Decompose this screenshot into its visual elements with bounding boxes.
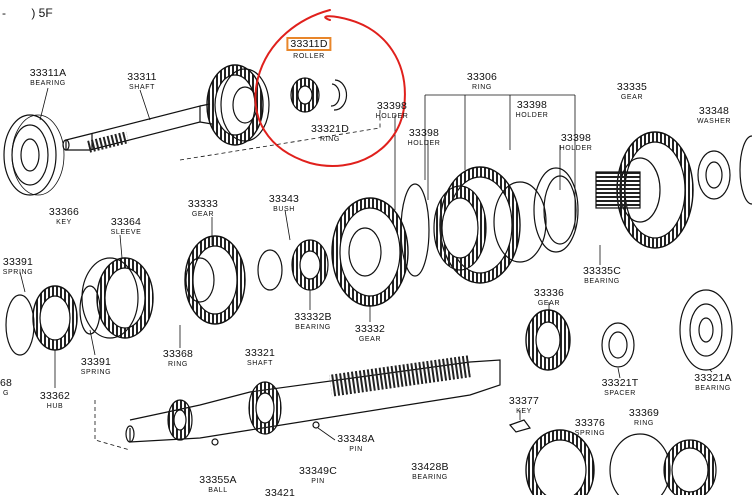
lower-gears (525, 429, 717, 495)
input-shaft-33311 (62, 105, 201, 153)
ball-33355a (211, 438, 219, 446)
label-33421: 33421 (264, 487, 296, 499)
gear-33332 (331, 197, 409, 307)
bearing-right-edge (739, 135, 752, 205)
bearing-33321a (679, 289, 733, 371)
bearing-33311a (3, 114, 65, 196)
dashed-guide-output (94, 400, 131, 451)
sleeve-33364 (81, 257, 154, 339)
output-shaft-33321 (125, 355, 501, 443)
page-header: - ) 5F (2, 6, 75, 20)
key-33377 (508, 419, 532, 433)
header-left: - (2, 6, 6, 20)
leaders-33306 (394, 94, 576, 230)
gear-33306-ring (433, 166, 547, 284)
gear-33335 (595, 131, 694, 249)
hub-33362 (5, 285, 101, 356)
spacer-33321t (601, 322, 635, 368)
leader-lines (19, 87, 713, 420)
gear-33336 (525, 309, 571, 371)
ring-33321d (330, 79, 348, 111)
gear-33333 (184, 235, 246, 325)
highlight-circle (254, 9, 406, 168)
washer-33348 (697, 150, 731, 200)
input-gear-33311 (199, 64, 270, 146)
pin-33348a (312, 421, 336, 441)
roller-33311d (290, 77, 320, 113)
bearing-33332b (257, 239, 329, 291)
header-right: ) 5F (31, 6, 53, 20)
